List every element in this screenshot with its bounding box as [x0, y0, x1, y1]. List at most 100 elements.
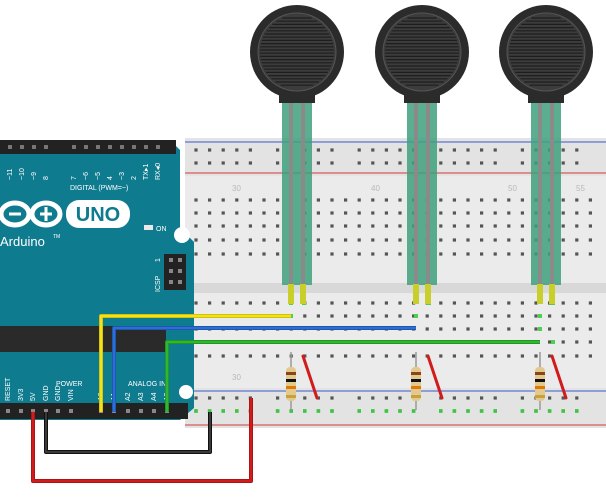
- breadboard-hole: [398, 198, 402, 202]
- breadboard-hole: [221, 198, 225, 202]
- resistor-band: [411, 372, 421, 375]
- breadboard-hole: [466, 198, 470, 202]
- breadboard-hole: [316, 252, 320, 256]
- sensor-trace: [301, 85, 305, 285]
- resistor-band: [411, 386, 421, 389]
- resistor-band: [535, 386, 545, 389]
- breadboard-hole: [575, 161, 579, 165]
- resistor-1: [286, 352, 319, 410]
- resistor-band: [286, 379, 296, 382]
- icsp-label: ICSP: [155, 275, 162, 292]
- breadboard-hole: [452, 198, 456, 202]
- breadboard-hole: [480, 238, 484, 242]
- breadboard-hole: [480, 396, 484, 400]
- breadboard-hole: [507, 301, 511, 305]
- rail-hole-active: [289, 409, 293, 413]
- breadboard-hole: [561, 396, 565, 400]
- analog-pin-label: A4: [151, 392, 158, 401]
- breadboard-hole: [357, 148, 361, 152]
- breadboard-hole: [330, 148, 334, 152]
- sensor-tail: [407, 85, 437, 285]
- breadboard-hole: [520, 211, 524, 215]
- rail-hole-active: [520, 409, 525, 413]
- digital-pin-label: ~6: [83, 172, 90, 180]
- breadboard-hole: [194, 354, 198, 358]
- breadboard-hole: [371, 314, 375, 318]
- column-number-30-bottom: 30: [232, 373, 241, 382]
- rail-hole-active: [439, 409, 443, 413]
- arduino-infinity-logo: [0, 200, 63, 228]
- icsp-pin: [169, 280, 173, 284]
- rail-hole-active: [398, 409, 402, 413]
- breadboard-hole: [548, 340, 552, 344]
- breadboard-hole: [561, 354, 565, 358]
- resistor-2: [411, 352, 444, 410]
- breadboard-hole: [534, 314, 538, 318]
- rail-hole-active: [466, 409, 470, 413]
- breadboard-hole: [235, 396, 239, 400]
- breadboard-hole: [520, 354, 524, 358]
- breadboard-hole: [466, 354, 470, 358]
- power-pin-label: GND: [43, 385, 50, 401]
- breadboard-hole: [452, 211, 456, 215]
- breadboard-hole: [452, 327, 456, 331]
- breadboard-hole: [507, 198, 511, 202]
- on-led: [144, 225, 153, 230]
- digital-pin-label: TX▸1: [143, 164, 150, 180]
- sensor-trace: [289, 85, 293, 285]
- breadboard-hole: [561, 301, 565, 305]
- breadboard-hole: [575, 238, 579, 242]
- breadboard-hole: [439, 301, 443, 305]
- breadboard-hole: [248, 301, 252, 305]
- breadboard-hole: [276, 148, 280, 152]
- breadboard-hole: [561, 211, 565, 215]
- breadboard-hole: [575, 340, 579, 344]
- breadboard-hole: [235, 252, 239, 256]
- breadboard-hole: [276, 161, 280, 165]
- force-sensor-3: [499, 5, 593, 304]
- breadboard-hole: [330, 314, 334, 318]
- breadboard-hole: [357, 238, 361, 242]
- breadboard-hole: [371, 396, 375, 400]
- breadboard-hole: [208, 301, 212, 305]
- breadboard-hole: [534, 327, 538, 331]
- force-sensors: [250, 5, 593, 304]
- breadboard-hole: [194, 161, 198, 165]
- breadboard-hole: [520, 252, 524, 256]
- breadboard-hole: [371, 148, 375, 152]
- breadboard-hole: [507, 238, 511, 242]
- breadboard-hole: [493, 161, 497, 165]
- breadboard-hole: [398, 314, 402, 318]
- breadboard-hole: [398, 211, 402, 215]
- breadboard-hole: [194, 252, 198, 256]
- rail-hole-active: [221, 409, 225, 413]
- breadboard-hole: [303, 314, 307, 318]
- icsp-pin: [178, 280, 182, 284]
- rail-hole-active: [207, 409, 212, 413]
- breadboard-hole: [452, 148, 456, 152]
- breadboard-hole: [480, 224, 484, 228]
- breadboard-hole: [588, 224, 592, 228]
- breadboard-hole: [520, 224, 524, 228]
- breadboard-hole: [384, 148, 388, 152]
- breadboard-hole: [452, 224, 456, 228]
- breadboard-hole: [276, 252, 280, 256]
- header-pin-hole: [19, 409, 23, 413]
- header-pin-hole: [152, 409, 156, 413]
- power-pin-label: RESET: [5, 377, 12, 401]
- breadboard-hole: [575, 314, 579, 318]
- breadboard-hole: [221, 224, 225, 228]
- header-pin-hole: [44, 409, 48, 413]
- breadboard-hole: [452, 238, 456, 242]
- breadboard-hole: [208, 198, 212, 202]
- breadboard-hole: [480, 327, 484, 331]
- force-sensor-1: [250, 5, 344, 304]
- rail-hole-active: [357, 409, 361, 413]
- breadboard-hole: [330, 354, 334, 358]
- breadboard-hole: [466, 327, 470, 331]
- breadboard-hole: [316, 314, 320, 318]
- digital-pin-label: 2: [131, 176, 138, 180]
- force-sensor-2: [375, 5, 469, 304]
